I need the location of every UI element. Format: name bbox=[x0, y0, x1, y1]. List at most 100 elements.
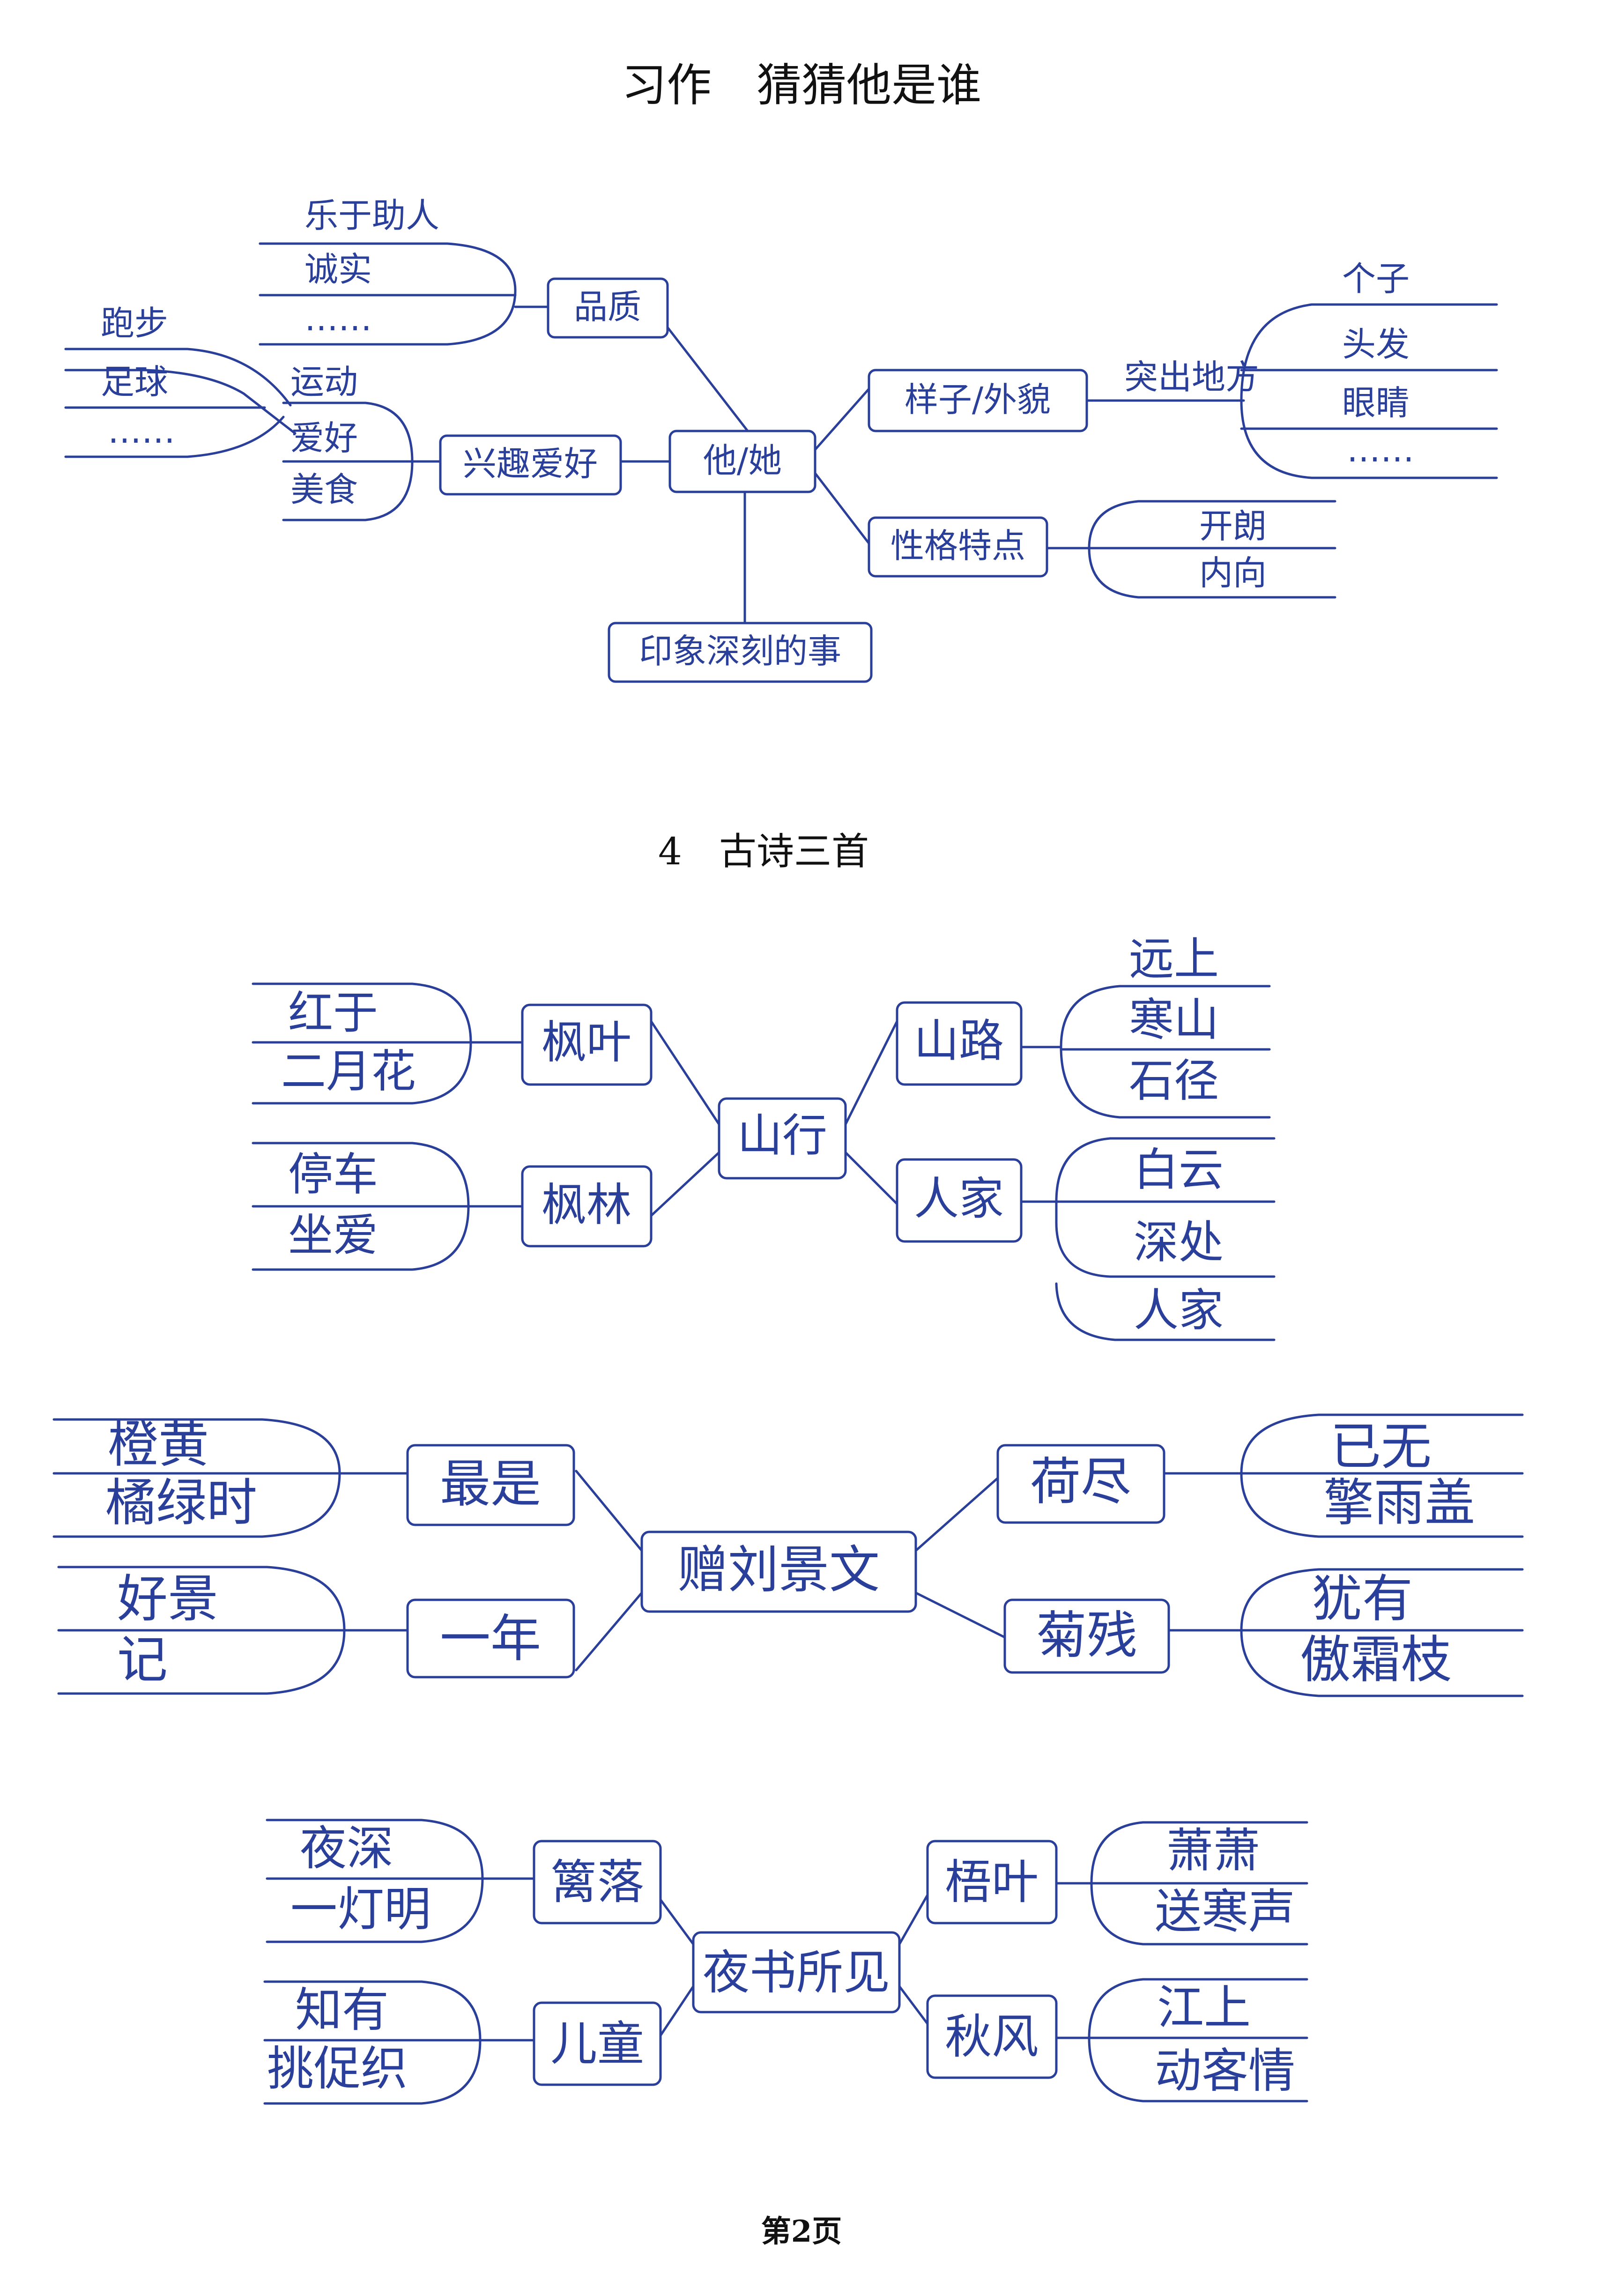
bracket bbox=[1060, 985, 1271, 1119]
branch-label: 一年 bbox=[440, 1610, 541, 1668]
leaf-text: 江上 bbox=[1157, 1980, 1251, 2035]
leaf-text: 开朗 bbox=[1199, 506, 1267, 546]
leaf-text: 犹有 bbox=[1312, 1570, 1413, 1628]
essay-title: 习作 猜猜他是谁 bbox=[622, 59, 981, 111]
leaf-text: 红于 bbox=[288, 987, 378, 1039]
connector bbox=[914, 1477, 999, 1552]
branch-label: 最是 bbox=[440, 1455, 541, 1514]
leaf-text: 知有 bbox=[295, 1983, 389, 2037]
branch-label: 菊残 bbox=[1036, 1606, 1137, 1665]
leaf-text: 内向 bbox=[1199, 553, 1267, 593]
leaf-text: 眼睛 bbox=[1342, 383, 1410, 423]
node-branch bbox=[1003, 1598, 1170, 1674]
branch-label: 枫林 bbox=[542, 1179, 631, 1231]
connector bbox=[650, 1020, 720, 1126]
leaf-text: 突出地方 bbox=[1124, 357, 1259, 397]
leaf-text: 个子 bbox=[1342, 259, 1410, 298]
node-center bbox=[718, 1097, 847, 1180]
quality-label: 品质 bbox=[574, 287, 641, 327]
leaf-text: 远上 bbox=[1129, 933, 1219, 985]
leaf-text: 爱好 bbox=[290, 418, 358, 458]
node-branch bbox=[896, 1158, 1023, 1243]
connector bbox=[814, 387, 870, 451]
node-branch bbox=[926, 1994, 1058, 2079]
connector bbox=[914, 1591, 1006, 1639]
node-branch bbox=[521, 1165, 653, 1248]
poem-mindmap-yeshusuojian: 夜书所见 篱落 儿童 梧叶 秋风 夜深 一灯明 知有 挑促织 萧萧 送寒声 江上… bbox=[263, 1819, 1308, 2105]
connector bbox=[575, 1470, 643, 1552]
bracket bbox=[1055, 1137, 1276, 1278]
branch-label: 篱落 bbox=[550, 1855, 644, 1910]
poems-title: 古诗三首 bbox=[719, 830, 869, 873]
leaf-text: 足球 bbox=[101, 362, 168, 401]
center-label: 山行 bbox=[737, 1109, 827, 1162]
node-branch bbox=[996, 1444, 1165, 1524]
heading-number: 4 bbox=[658, 830, 682, 873]
leaf-text: 动客情 bbox=[1155, 2043, 1295, 2098]
branch-label: 山路 bbox=[914, 1015, 1004, 1067]
leaf-text: 运动 bbox=[290, 362, 358, 401]
branch-label: 荷尽 bbox=[1030, 1453, 1131, 1511]
node-branch bbox=[926, 1840, 1058, 1924]
node-branch bbox=[896, 1001, 1023, 1086]
center-label: 夜书所见 bbox=[703, 1945, 890, 2000]
node-hobby bbox=[439, 434, 622, 496]
leaf-text: 记 bbox=[117, 1631, 168, 1689]
bracket bbox=[1240, 303, 1498, 479]
connector bbox=[659, 1985, 695, 2037]
look-label: 样子/外貌 bbox=[905, 380, 1051, 419]
leaf-text: 夜深 bbox=[300, 1821, 393, 1876]
branch-label: 儿童 bbox=[550, 2016, 644, 2071]
leaf-text: 头发 bbox=[1342, 325, 1410, 364]
connector bbox=[650, 1151, 720, 1217]
leaf-text: 深处 bbox=[1134, 1216, 1224, 1269]
branch-label: 梧叶 bbox=[945, 1855, 1039, 1910]
leaf-text: 跑步 bbox=[101, 304, 168, 343]
connector bbox=[814, 472, 870, 545]
node-center bbox=[668, 430, 816, 493]
connector bbox=[575, 1591, 643, 1672]
center-label: 他/她 bbox=[703, 441, 782, 480]
node-branch bbox=[533, 2001, 662, 2086]
connector bbox=[898, 1894, 929, 1946]
node-event bbox=[608, 622, 873, 683]
leaf-text: 坐爱 bbox=[288, 1209, 378, 1262]
leaf-text: 美食 bbox=[290, 470, 358, 509]
page-number: 第2页 bbox=[761, 2214, 842, 2249]
leaf-text: 已无 bbox=[1330, 1418, 1432, 1476]
bracket bbox=[259, 242, 517, 346]
branch-label: 秋风 bbox=[945, 2009, 1039, 2064]
branch-label: 人家 bbox=[914, 1173, 1004, 1225]
connector bbox=[659, 1898, 695, 1946]
bracket bbox=[64, 416, 285, 458]
event-label: 印象深刻的事 bbox=[639, 632, 841, 671]
node-center bbox=[692, 1931, 901, 2014]
node-look bbox=[868, 369, 1088, 432]
trait-label: 性格特点 bbox=[891, 526, 1025, 565]
bracket bbox=[64, 348, 292, 407]
connector bbox=[844, 1020, 898, 1126]
poem-mindmap-zengliujingwen: 赠刘景文 最是 一年 荷尽 菊残 橙黄 橘绿时 好景 记 已无 擎雨盖 犹有 傲… bbox=[52, 1413, 1524, 1697]
leaf-text: 橙黄 bbox=[108, 1415, 209, 1474]
leaf-text: 白云 bbox=[1134, 1144, 1224, 1196]
leaf-text: 一灯明 bbox=[290, 1882, 431, 1937]
node-branch bbox=[406, 1598, 575, 1679]
center-label: 赠刘景文 bbox=[677, 1541, 880, 1599]
leaf-text: …… bbox=[1347, 430, 1414, 469]
leaf-text: 石径 bbox=[1129, 1055, 1219, 1107]
leaf-text: 送寒声 bbox=[1155, 1884, 1295, 1939]
hobby-label: 兴趣爱好 bbox=[463, 444, 598, 483]
bracket bbox=[1055, 1282, 1276, 1341]
leaf-text: 诚实 bbox=[304, 250, 372, 289]
connector bbox=[64, 369, 297, 435]
leaf-text: 萧萧 bbox=[1166, 1823, 1260, 1878]
leaf-text: 寒山 bbox=[1129, 994, 1219, 1046]
connector bbox=[898, 1985, 929, 2025]
node-branch bbox=[521, 1003, 653, 1086]
leaf-text: …… bbox=[304, 299, 372, 338]
essay-mindmap: 他/她 品质 兴趣爱好 样子/外貌 性格特点 印象深刻的事 乐于助人 诚实 ……… bbox=[64, 196, 1498, 683]
connector bbox=[652, 308, 751, 435]
leaf-text: 人家 bbox=[1134, 1284, 1224, 1337]
leaf-text: 二月花 bbox=[281, 1045, 416, 1098]
